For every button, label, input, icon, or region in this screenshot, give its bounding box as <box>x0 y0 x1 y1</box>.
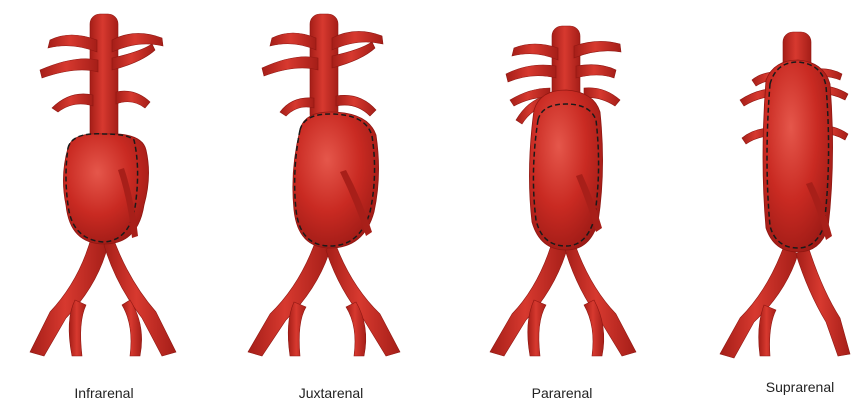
panel-infrarenal: Infrarenal <box>30 14 176 401</box>
panel-label-infrarenal: Infrarenal <box>74 385 133 401</box>
panel-label-pararenal: Pararenal <box>532 385 593 401</box>
panel-label-juxtarenal: Juxtarenal <box>299 385 364 401</box>
panel-pararenal: Pararenal <box>490 26 636 401</box>
panel-label-suprarenal: Suprarenal <box>766 379 835 395</box>
panel-suprarenal: Suprarenal <box>720 32 850 395</box>
panel-juxtarenal: Juxtarenal <box>248 14 400 401</box>
